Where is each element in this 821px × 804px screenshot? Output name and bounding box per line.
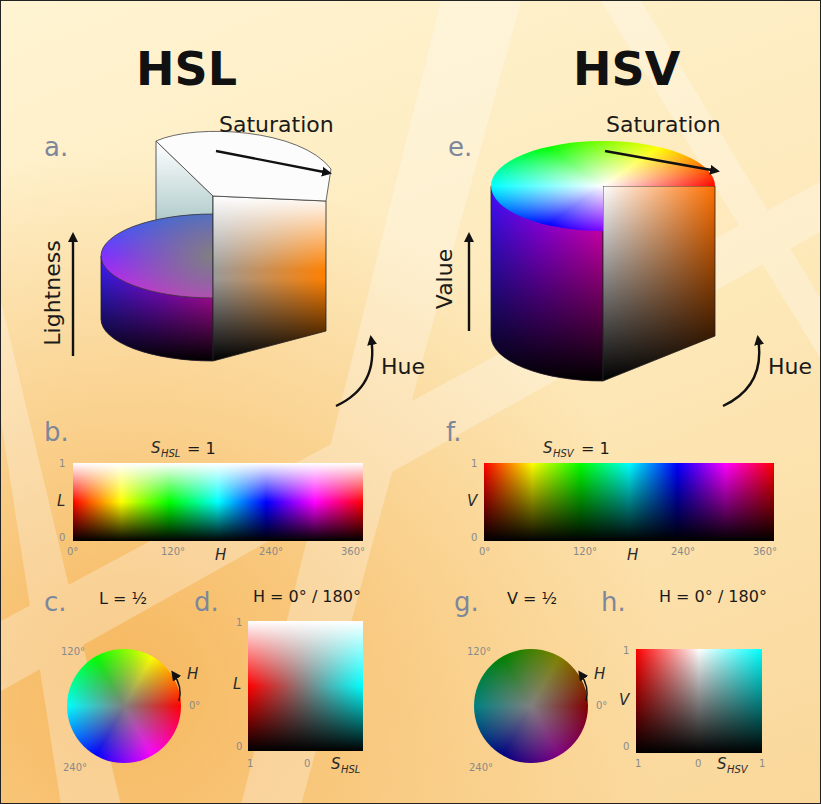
panel-letter: b. — [44, 419, 69, 445]
tick-value: 0° — [596, 701, 607, 711]
tick-value: 1 — [623, 646, 629, 656]
equation: H = 0° / 180° — [659, 589, 767, 605]
panel-letter: e. — [448, 134, 472, 160]
tick-value: 120° — [161, 547, 185, 557]
tick-value: 240° — [63, 763, 87, 773]
axis-name: Saturation — [219, 114, 334, 136]
tick-value: 0 — [695, 759, 701, 769]
panel-letter: h. — [601, 589, 626, 615]
axis-symbol: S — [717, 757, 727, 772]
tick-value: 0 — [59, 533, 65, 543]
axis-symbol: S — [331, 757, 341, 772]
hsl-hue-wheel — [67, 649, 181, 763]
axis-symbol: L — [233, 677, 241, 692]
tick-value: 1 — [471, 459, 477, 469]
tick-value: 0 — [236, 742, 242, 752]
tick-value: 120° — [61, 647, 85, 657]
tick-value: 1 — [59, 459, 65, 469]
tick-value: 0° — [479, 547, 490, 557]
tick-value: 1 — [236, 618, 242, 628]
tick-value: 0° — [189, 701, 200, 711]
tick-value: 0 — [471, 533, 477, 543]
tick-value: 1 — [635, 759, 641, 769]
tick-value: 1 — [759, 759, 765, 769]
equation: V = ½ — [507, 591, 557, 607]
axis-symbol: H — [187, 667, 198, 682]
tick-value: 120° — [467, 647, 491, 657]
axis-symbol: L — [57, 494, 65, 509]
hsv-slice — [636, 649, 762, 753]
tick-value: 1 — [247, 759, 253, 769]
axis-name: Hue — [381, 356, 425, 378]
tick-value: 360° — [341, 547, 365, 557]
subscript: HSL — [161, 449, 180, 459]
tick-value: 120° — [573, 547, 597, 557]
tick-value: 240° — [259, 547, 283, 557]
panel-letter: c. — [44, 589, 67, 615]
hsl-hue-strip — [73, 463, 363, 541]
panel-letter: d. — [194, 589, 219, 615]
equation: = 1 — [187, 441, 216, 457]
axis-symbol: S — [151, 441, 161, 456]
hsv-hue-strip — [484, 463, 774, 541]
panel-letter: g. — [454, 589, 479, 615]
axis-symbol: H — [594, 667, 605, 682]
tick-value: 0 — [623, 742, 629, 752]
panel-letter: a. — [44, 134, 68, 160]
axis-symbol: H — [215, 548, 226, 563]
equation: H = 0° / 180° — [253, 589, 361, 605]
axis-name: Hue — [768, 356, 812, 378]
axis-name: Lightness — [42, 240, 64, 345]
tick-value: 240° — [671, 547, 695, 557]
axis-name: Saturation — [606, 114, 721, 136]
hsl-slice — [248, 621, 363, 751]
panel-letter: f. — [446, 419, 462, 445]
axis-name: Value — [434, 249, 456, 309]
equation: L = ½ — [99, 591, 147, 607]
model-title: HSV — [573, 46, 680, 92]
subscript: HSV — [553, 449, 574, 459]
tick-value: 0° — [67, 547, 78, 557]
axis-symbol: S — [543, 441, 553, 456]
subscript: HSV — [727, 765, 748, 775]
axis-symbol: H — [627, 548, 638, 563]
tick-value: 0 — [304, 759, 310, 769]
equation: = 1 — [581, 441, 610, 457]
hsv-hue-wheel — [474, 649, 588, 763]
axis-symbol: V — [467, 494, 477, 509]
axis-symbol: V — [619, 693, 629, 708]
subscript: HSL — [341, 765, 360, 775]
tick-value: 360° — [753, 547, 777, 557]
model-title: HSL — [136, 46, 237, 92]
tick-value: 240° — [469, 763, 493, 773]
